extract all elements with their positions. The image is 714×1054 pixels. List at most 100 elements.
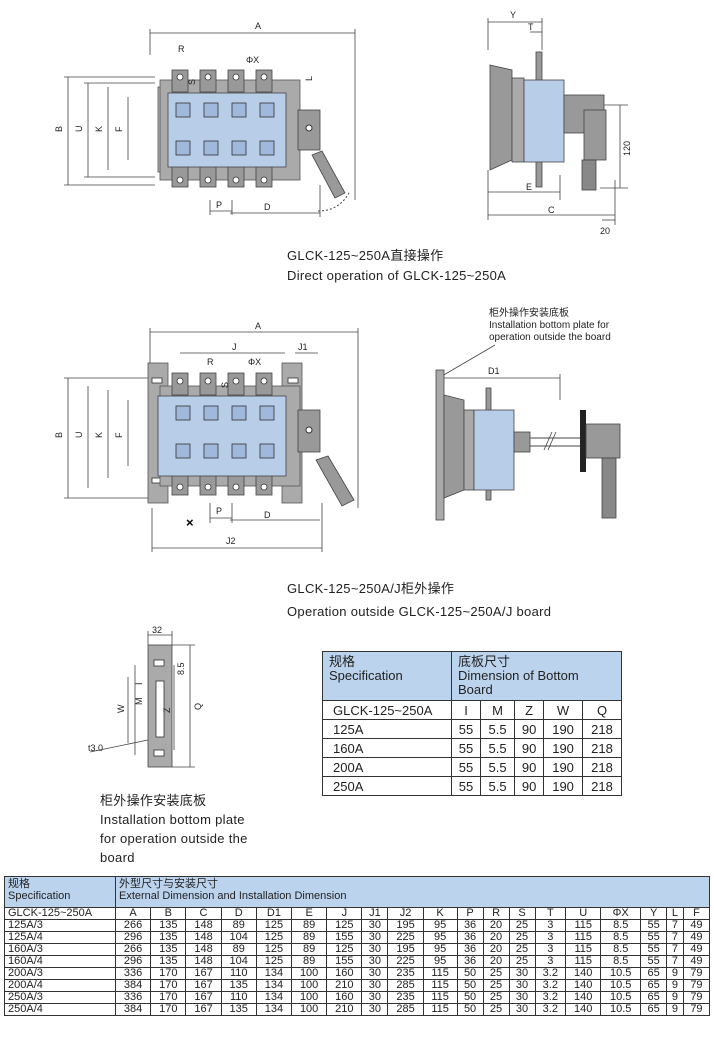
value-cell: 89 (291, 943, 328, 956)
value-cell: 55 (450, 757, 482, 777)
table2-model: GLCK-125~250A (4, 907, 116, 920)
dim-label-s: S (187, 79, 197, 85)
value-cell: 3 (534, 919, 567, 932)
value-cell: 30 (361, 943, 389, 956)
value-cell: 3.2 (534, 967, 567, 980)
plate-note-en1: Installation bottom plate for (489, 320, 610, 331)
value-cell: 115 (565, 955, 602, 968)
value-cell: 89 (291, 919, 328, 932)
table2-col: E (291, 907, 328, 920)
value-cell: 50 (456, 979, 484, 992)
bottom-plate-drawing: 32 8.5 I M W Z Q t3.0 (88, 625, 203, 768)
value-cell: 10.5 (600, 979, 642, 992)
value-cell: 266 (114, 919, 152, 932)
value-cell: 49 (682, 955, 711, 968)
dim-label-phix2: ΦX (248, 357, 261, 367)
value-cell: 296 (114, 955, 152, 968)
value-cell: 8.5 (600, 931, 642, 944)
value-cell: 30 (361, 991, 389, 1004)
dim-label-32: 32 (152, 625, 162, 635)
value-cell: 20 (482, 931, 510, 944)
table2-col: S (508, 907, 536, 920)
table2-col: U (565, 907, 602, 920)
table2-col: Y (640, 907, 668, 920)
value-cell: 55 (450, 776, 482, 796)
dim-label-f: F (114, 126, 124, 132)
table1-spec-en: Specification (329, 668, 403, 683)
table2-col: A (114, 907, 152, 920)
value-cell: 190 (543, 738, 584, 758)
table2-col: B (150, 907, 187, 920)
value-cell: 25 (482, 1003, 510, 1016)
dim-label-20: 20 (600, 226, 610, 236)
value-cell: 115 (422, 967, 458, 980)
table2-col: J2 (387, 907, 424, 920)
value-cell: 160 (326, 967, 363, 980)
plate-note-cn: 柜外操作安装底板 (489, 308, 569, 319)
value-cell: 100 (291, 991, 328, 1004)
value-cell: 5.5 (480, 776, 516, 796)
value-cell: 7 (666, 943, 684, 956)
value-cell: 336 (114, 967, 152, 980)
value-cell: 30 (361, 955, 389, 968)
value-cell: 384 (114, 979, 152, 992)
dim-label-d2: D (264, 510, 271, 520)
value-cell: 140 (565, 967, 602, 980)
value-cell: 170 (150, 979, 187, 992)
value-cell: 20 (482, 919, 510, 932)
dim-label-a: A (255, 21, 261, 31)
value-cell: 9 (666, 967, 684, 980)
table2-spec-cn: 规格 (8, 878, 30, 890)
value-cell: 7 (666, 931, 684, 944)
value-cell: 218 (582, 719, 622, 739)
dim-label-b2: B (54, 432, 64, 438)
dim-label-j2: J2 (226, 536, 236, 546)
value-cell: 148 (185, 955, 222, 968)
spec-cell: 250A/3 (4, 991, 116, 1004)
value-cell: 30 (361, 919, 389, 932)
table2-col: R (482, 907, 510, 920)
value-cell: 160 (326, 991, 363, 1004)
value-cell: 285 (387, 1003, 424, 1016)
table2-col: K (422, 907, 458, 920)
spec-cell: 250A/4 (4, 1003, 116, 1016)
value-cell: 20 (482, 943, 510, 956)
value-cell: 89 (291, 955, 328, 968)
value-cell: 155 (326, 931, 363, 944)
spec-cell: 125A/3 (4, 919, 116, 932)
value-cell: 125 (326, 919, 363, 932)
dim-label-k: K (94, 126, 104, 132)
value-cell: 95 (422, 919, 458, 932)
table2-col: F (682, 907, 711, 920)
dim-label-s2: S (220, 382, 230, 388)
value-cell: 5.5 (480, 757, 516, 777)
value-cell: 100 (291, 1003, 328, 1016)
value-cell: 5.5 (480, 738, 516, 758)
dim-label-8-5: 8.5 (176, 662, 186, 675)
dim-label-p: P (216, 200, 222, 210)
table2-dim-header: 外型尺寸与安装尺寸 External Dimension and Install… (115, 876, 710, 908)
dim-label-w: W (116, 704, 126, 713)
table2-col: J1 (361, 907, 389, 920)
value-cell: 7 (666, 955, 684, 968)
value-cell: 90 (514, 738, 545, 758)
value-cell: 195 (387, 943, 424, 956)
value-cell: 30 (361, 967, 389, 980)
value-cell: 140 (565, 1003, 602, 1016)
value-cell: 225 (387, 931, 424, 944)
value-cell: 50 (456, 1003, 484, 1016)
value-cell: 30 (508, 967, 536, 980)
dim-label-r2: R (207, 357, 214, 367)
value-cell: 49 (682, 919, 711, 932)
table2-col: T (534, 907, 567, 920)
dim-label-z: Z (162, 707, 172, 713)
value-cell: 296 (114, 931, 152, 944)
value-cell: 79 (682, 991, 711, 1004)
dim-label-d1: D1 (488, 366, 500, 376)
value-cell: 10.5 (600, 991, 642, 1004)
